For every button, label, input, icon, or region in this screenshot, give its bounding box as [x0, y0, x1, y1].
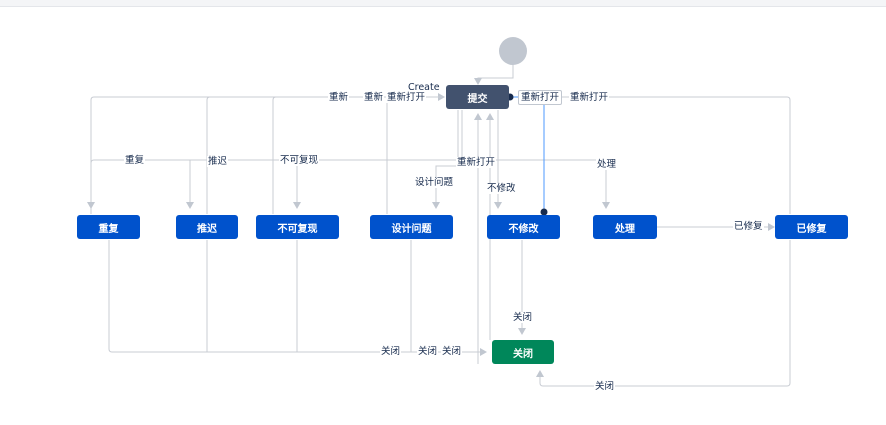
- create-line[interactable]: [474, 65, 514, 85]
- transition-label-reopen-right[interactable]: 重新打开: [569, 92, 610, 103]
- reopen-line-cannot[interactable]: [272, 96, 444, 214]
- status-submit[interactable]: 提交: [446, 85, 509, 109]
- branch-line-duplicate[interactable]: [87, 110, 463, 209]
- transition-label-create[interactable]: Create: [407, 82, 441, 93]
- reopen-line-fixed[interactable]: [512, 96, 791, 214]
- transition-label-reopen-1[interactable]: 重新: [328, 92, 350, 103]
- reopen-line-selected[interactable]: [513, 96, 545, 212]
- status-duplicate[interactable]: 重复: [77, 215, 140, 239]
- reopen-line-postpone[interactable]: [206, 96, 444, 214]
- transition-label-close-2[interactable]: 关闭: [417, 346, 439, 357]
- initial-state-circle[interactable]: [499, 37, 527, 65]
- status-cannot-reproduce[interactable]: 不可复现: [256, 215, 339, 239]
- transition-label-reopen-mid[interactable]: 重新打开: [456, 157, 497, 168]
- transition-label-wont-fix[interactable]: 不修改: [486, 183, 517, 194]
- status-design-issue[interactable]: 设计问题: [370, 215, 453, 239]
- selected-handle-bottom[interactable]: [540, 208, 548, 216]
- transition-label-reopen-3[interactable]: 重新打开: [386, 92, 427, 103]
- reopen-line-duplicate[interactable]: [90, 93, 445, 214]
- close-line-fixed[interactable]: [536, 240, 791, 387]
- transition-label-close-wontfix[interactable]: 关闭: [512, 312, 534, 323]
- close-line-duplicate[interactable]: [108, 240, 487, 356]
- status-closed[interactable]: 关闭: [492, 340, 554, 364]
- transition-label-reopen-selected[interactable]: 重新打开: [518, 90, 563, 105]
- status-wont-fix[interactable]: 不修改: [487, 215, 560, 239]
- status-fixed[interactable]: 已修复: [775, 215, 848, 239]
- transition-label-close-3[interactable]: 关闭: [441, 346, 463, 357]
- transition-label-design-issue[interactable]: 设计问题: [414, 177, 455, 188]
- transition-label-fixed[interactable]: 已修复: [733, 221, 764, 232]
- status-process[interactable]: 处理: [593, 215, 657, 239]
- status-postpone[interactable]: 推迟: [176, 215, 238, 239]
- transition-label-close-1[interactable]: 关闭: [380, 346, 402, 357]
- transition-label-postpone[interactable]: 推迟: [207, 156, 229, 167]
- transition-label-duplicate[interactable]: 重复: [124, 155, 146, 166]
- top-toolbar-strip: [0, 0, 886, 7]
- reopen-line-design[interactable]: [386, 96, 444, 214]
- branch-line-design[interactable]: [432, 110, 459, 209]
- transition-label-close-fixed[interactable]: 关闭: [594, 381, 616, 392]
- transition-label-reopen-2[interactable]: 重新: [363, 92, 385, 103]
- transition-label-process[interactable]: 处理: [596, 159, 618, 170]
- transition-label-cannot-reproduce[interactable]: 不可复现: [279, 155, 320, 166]
